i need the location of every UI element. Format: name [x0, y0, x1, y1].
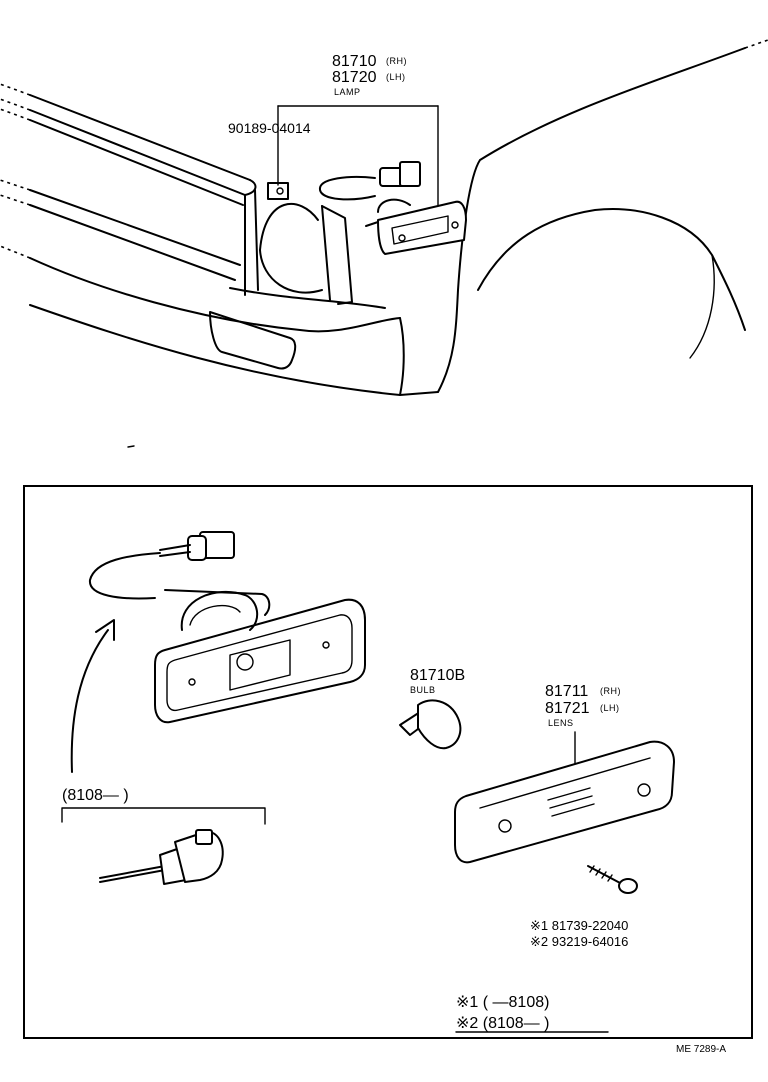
- note-1: ※1 ( —8108): [456, 994, 549, 1011]
- bulb-part-number: 81710B: [410, 667, 465, 684]
- lens-rh-tag: (RH): [600, 686, 621, 696]
- lamp-name-label: LAMP: [334, 87, 361, 97]
- lens-rh-part-number: 81711: [545, 683, 588, 700]
- bulb: [399, 699, 462, 750]
- detail-frame: [23, 485, 753, 1039]
- stray-mark: [127, 445, 135, 448]
- assembly-arrow: [70, 619, 115, 773]
- screw-part-1: ※1 81739-22040: [530, 918, 628, 933]
- vehicle-front-illustration: [0, 39, 768, 396]
- lens-lh-tag: (LH): [600, 703, 620, 713]
- wire-harness-connector: [88, 531, 271, 616]
- lamp-leader-lines: [277, 105, 439, 206]
- bulb-socket: [99, 829, 224, 885]
- lamp-rh-part-number: 81710: [332, 53, 377, 70]
- screw: [587, 865, 638, 894]
- clip-part-number: 90189-04014: [228, 120, 311, 136]
- screw-part-2: ※2 93219-64016: [530, 934, 628, 949]
- lens-name-label: LENS: [548, 718, 574, 728]
- diagram-code: ME 7289-A: [676, 1044, 726, 1055]
- bulb-name-label: BULB: [410, 685, 436, 695]
- socket-bracket: [61, 807, 266, 825]
- lamp-lh-tag: (LH): [386, 72, 406, 82]
- lens: [454, 731, 675, 864]
- lamp-rh-tag: (RH): [386, 56, 407, 66]
- lens-lh-part-number: 81721: [545, 700, 590, 717]
- lamp-lh-part-number: 81720: [332, 69, 377, 86]
- socket-range-label: (8108— ): [62, 787, 129, 804]
- lamp-housing: [154, 590, 366, 724]
- note-2: ※2 (8108— ): [456, 1015, 549, 1032]
